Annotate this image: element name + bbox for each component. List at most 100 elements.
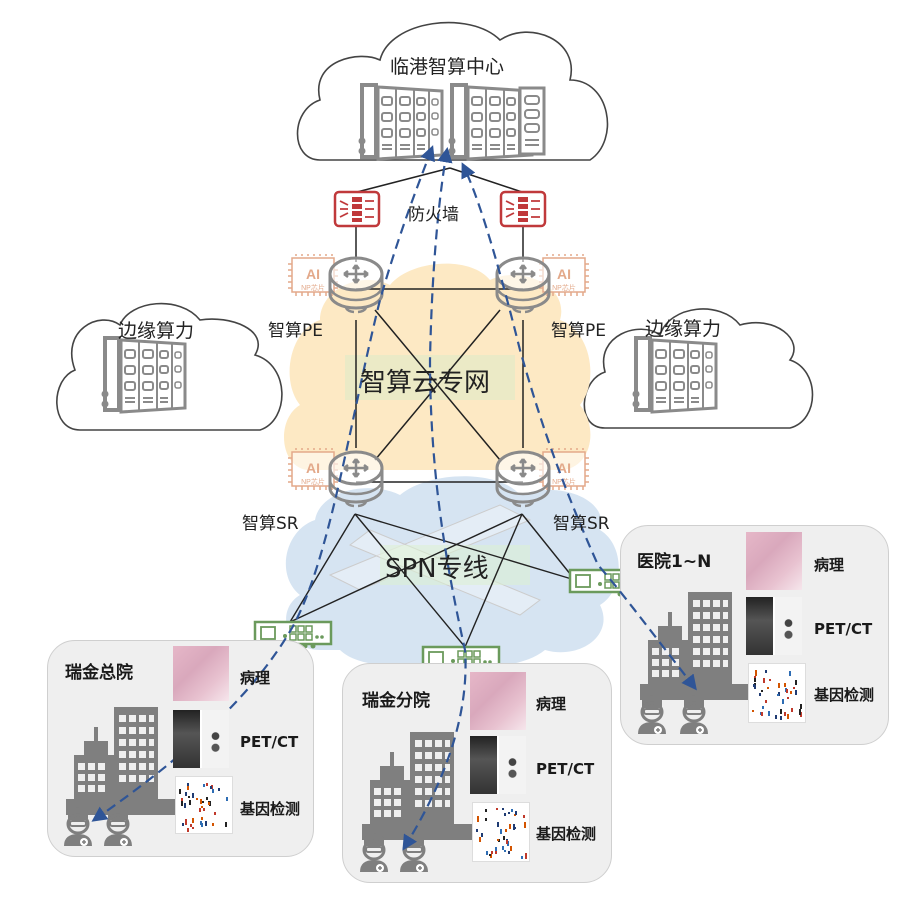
gene-dot — [486, 851, 489, 856]
data-type-label: 基因检测 — [536, 825, 597, 843]
gene-dot — [187, 783, 190, 790]
gene-dot — [202, 801, 205, 804]
gene-dot — [510, 809, 513, 812]
gene-dot — [761, 689, 764, 693]
gene-dot — [212, 788, 215, 794]
data-type-label: PET/CT — [240, 733, 299, 751]
gene-dot — [794, 689, 797, 695]
gene-dot — [525, 853, 528, 860]
pet-ct-image — [173, 710, 229, 768]
gene-dot — [752, 683, 755, 687]
gene-dot — [783, 683, 786, 688]
gene-dot — [180, 801, 183, 806]
gene-dot — [200, 816, 203, 821]
gene-dot — [782, 699, 785, 704]
data-type-label: 病理 — [814, 556, 845, 574]
gene-dot — [190, 823, 193, 828]
gene-dot — [184, 802, 187, 809]
link-line — [356, 167, 451, 193]
gene-dot — [495, 808, 498, 811]
site-name: 瑞金分院 — [362, 691, 430, 711]
gene-dot — [481, 832, 484, 838]
gene-dot — [503, 849, 506, 853]
pet-ct-image — [746, 597, 802, 655]
edge-left-label: 边缘算力 — [118, 320, 195, 342]
gene-dot — [501, 807, 504, 810]
gene-dot — [497, 822, 500, 828]
gene-dot — [488, 853, 491, 856]
chip-title: AI — [306, 266, 320, 282]
gene-dot — [512, 823, 515, 830]
data-type-label: PET/CT — [536, 760, 595, 778]
gene-dot — [211, 822, 214, 826]
gene-dot — [755, 670, 758, 676]
gene-dot — [779, 709, 782, 715]
gene-dot — [211, 785, 214, 790]
chip-subtitle: NP芯片 — [552, 477, 576, 486]
gene-dot — [491, 851, 494, 855]
gene-dot — [514, 827, 517, 830]
gene-dot — [505, 829, 508, 833]
gene-dot — [485, 808, 488, 813]
gene-dot — [505, 838, 508, 842]
chip-title: AI — [557, 266, 571, 282]
gene-dot — [495, 851, 498, 854]
pet-ct-image — [470, 736, 526, 794]
gene-dot — [189, 800, 192, 805]
gene-dot — [766, 686, 769, 689]
gene-dot — [508, 823, 511, 829]
gene-dot — [206, 782, 209, 786]
data-type-label: 病理 — [240, 669, 271, 687]
gene-dot — [508, 811, 511, 815]
data-type-label: 基因检测 — [814, 686, 875, 704]
gene-dot — [505, 840, 508, 845]
chip-title: AI — [306, 460, 320, 476]
gene-test-image — [748, 663, 806, 723]
gene-dot — [199, 807, 202, 813]
gene-dot — [753, 678, 756, 683]
gene-dot — [520, 856, 523, 859]
gene-dot — [498, 838, 501, 842]
gene-dot — [476, 816, 479, 822]
chip-title: AI — [557, 460, 571, 476]
gene-dot — [489, 854, 492, 859]
gene-dot — [753, 685, 756, 690]
gene-dot — [798, 709, 801, 715]
gene-dot — [179, 788, 182, 794]
gene-dot — [203, 783, 206, 788]
gene-dot — [787, 713, 790, 719]
firewall-icon — [499, 190, 547, 228]
gene-dot — [226, 796, 229, 801]
gene-dot — [789, 670, 792, 677]
gene-dot — [778, 692, 781, 696]
center-cloud-label: 临港智算中心 — [390, 56, 505, 78]
chip-subtitle: NP芯片 — [301, 283, 325, 292]
gene-dot — [777, 683, 780, 689]
gene-dot — [218, 787, 221, 791]
gene-dot — [185, 792, 188, 796]
gene-dot — [783, 712, 786, 717]
chip-subtitle: NP芯片 — [301, 477, 325, 486]
gene-dot — [202, 808, 205, 811]
gene-dot — [191, 817, 194, 824]
gene-dot — [775, 715, 778, 719]
gene-dot — [800, 712, 803, 718]
gene-dot — [767, 710, 770, 716]
gene-dot — [789, 691, 792, 695]
gene-dot — [184, 819, 187, 825]
gene-dot — [762, 678, 765, 684]
data-type-label: PET/CT — [814, 620, 873, 638]
server-unit-icon — [518, 86, 546, 156]
gene-dot — [503, 813, 506, 817]
firewall-label: 防火墙 — [408, 205, 459, 225]
sr-left-label: 智算SR — [242, 514, 299, 534]
pe-left-label: 智算PE — [268, 321, 323, 341]
pathology-image — [746, 532, 802, 590]
gene-dot — [205, 821, 208, 827]
gene-dot — [494, 846, 497, 850]
sr-right-label: 智算SR — [553, 514, 610, 534]
gene-dot — [800, 704, 803, 710]
gene-dot — [200, 805, 203, 808]
gene-dot — [769, 678, 772, 682]
gene-dot — [201, 822, 204, 828]
